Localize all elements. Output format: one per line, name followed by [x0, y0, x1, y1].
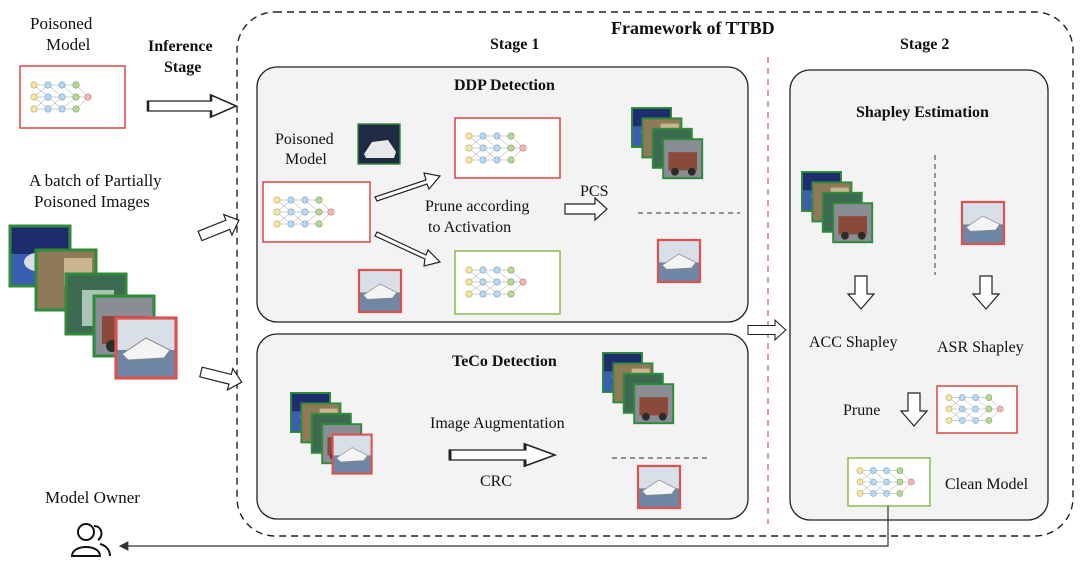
ddp-prune-label-2: to Activation [428, 219, 512, 236]
arrow-stage1-to-stage2 [747, 319, 787, 341]
ddp-pruned-model-green [454, 250, 561, 315]
stage2-panel [789, 69, 1049, 521]
model-owner-label: Model Owner [45, 488, 140, 507]
arrow-ddp-down [374, 231, 442, 267]
asr-shapley-label: ASR Shapley [937, 339, 1024, 356]
stage2-poisoned-model [936, 385, 1018, 434]
ddp-poisoned-model-label-1: Poisoned [275, 131, 334, 148]
return-arrow [118, 506, 889, 551]
user-icon [70, 523, 111, 557]
prune-label: Prune [843, 402, 881, 419]
stage2-clean-model [847, 457, 931, 507]
ddp-poisoned-out [656, 238, 702, 284]
ddp-prune-label-1: Prune according [425, 198, 530, 215]
stage1-label: Stage 1 [490, 36, 540, 53]
left-poisoned-model [19, 65, 126, 129]
left-poisoned-model-label-1: Poisoned [30, 14, 93, 33]
ddp-poisoned-image [357, 268, 403, 314]
left-image-batch [8, 224, 178, 380]
framework-box [236, 11, 1074, 537]
stage2-poisoned-image [960, 200, 1006, 246]
ddp-poisoned-model [262, 181, 371, 243]
batch-label-1: A batch of Partially [29, 171, 162, 190]
teco-poisoned-out [636, 464, 682, 510]
ddp-pruned-model-red [454, 117, 561, 179]
arrow-batch-to-ddp [195, 209, 244, 247]
ddp-poisoned-model-label-2: Model [285, 151, 327, 168]
crc-label: CRC [480, 473, 513, 490]
augmentation-label: Image Augmentation [430, 415, 565, 432]
arrow-ddp-up [374, 172, 442, 202]
pcs-label: PCS [580, 183, 609, 200]
stage2-label: Stage 2 [900, 36, 950, 53]
arrow-model-to-framework [146, 93, 238, 119]
inference-stage-label-1: Inference [148, 38, 213, 55]
ddp-thumbnail-car [357, 123, 401, 165]
ddp-title: DDP Detection [454, 77, 555, 94]
teco-title: TeCo Detection [452, 353, 557, 370]
shapley-title: Shapley Estimation [856, 104, 989, 121]
inference-stage-label-2: Stage [164, 59, 202, 76]
left-poisoned-model-label-2: Model [46, 35, 91, 54]
acc-shapley-label: ACC Shapley [809, 334, 898, 351]
clean-model-label: Clean Model [945, 476, 1029, 493]
batch-label-2: Poisoned Images [34, 192, 150, 211]
framework-title: Framework of TTBD [611, 18, 775, 38]
